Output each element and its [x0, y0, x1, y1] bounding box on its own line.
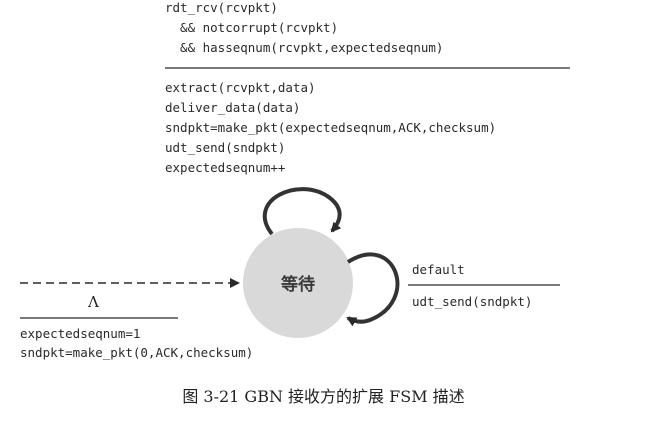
event-line: && notcorrupt(rcvpkt) — [165, 20, 339, 35]
action-line: udt_send(sndpkt) — [165, 140, 286, 155]
state-wait-label: 等待 — [281, 275, 315, 295]
action-line: extract(rcvpkt,data) — [165, 80, 316, 95]
event-line: rdt_rcv(rcvpkt) — [165, 0, 278, 15]
action-line: expectedseqnum=1 — [20, 326, 141, 341]
action-line: deliver_data(data) — [165, 100, 301, 115]
top-self-loop-arrow — [262, 187, 342, 236]
right-self-loop-arrow — [346, 252, 400, 327]
figure-caption: 图 3-21 GBN 接收方的扩展 FSM 描述 — [182, 387, 465, 406]
action-line: sndpkt=make_pkt(expectedseqnum,ACK,check… — [165, 120, 497, 135]
initial-transition-event: Λ — [88, 293, 99, 311]
right-transition-action: udt_send(sndpkt) — [412, 294, 533, 309]
right-transition-event: default — [412, 262, 465, 277]
action-line: sndpkt=make_pkt(0,ACK,checksum) — [20, 345, 254, 360]
state-wait-circle — [243, 228, 353, 338]
event-line: && hasseqnum(rcvpkt,expectedseqnum) — [165, 40, 444, 55]
action-line: expectedseqnum++ — [165, 160, 286, 175]
